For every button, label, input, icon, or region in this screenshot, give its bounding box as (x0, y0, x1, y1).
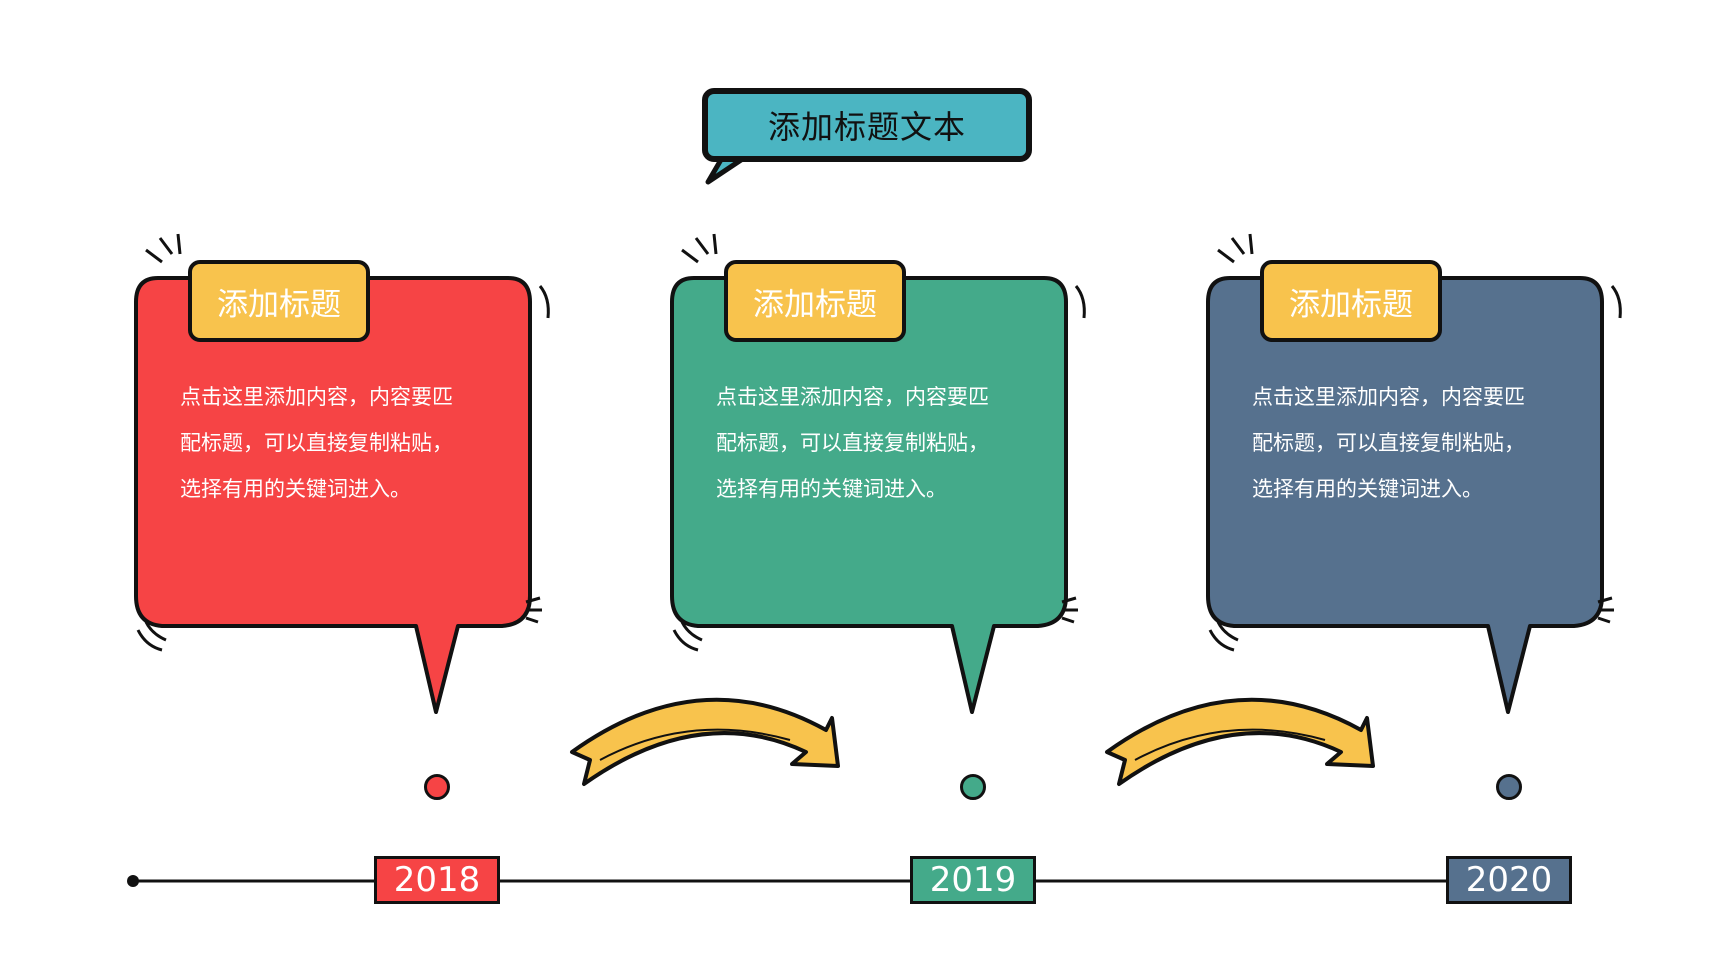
card-body-line: 配标题，可以直接复制粘贴， (1252, 431, 1525, 455)
milestone-card-2018: 添加标题 点击这里添加内容，内容要匹 配标题，可以直接复制粘贴， 选择有用的关键… (134, 233, 550, 714)
card-heading: 添加标题 (753, 286, 877, 323)
card-body-line: 点击这里添加内容，内容要匹 (1252, 385, 1525, 409)
year-text: 2018 (393, 860, 481, 900)
card-body: 点击这里添加内容，内容要匹 配标题，可以直接复制粘贴， 选择有用的关键词进入。 (716, 374, 1046, 512)
card-body-line: 配标题，可以直接复制粘贴， (180, 431, 453, 455)
card-body: 点击这里添加内容，内容要匹 配标题，可以直接复制粘贴， 选择有用的关键词进入。 (1252, 374, 1582, 512)
arrow-2019-2020 (1105, 697, 1375, 786)
card-heading-tab: 添加标题 (188, 260, 370, 342)
milestone-card-2019: 添加标题 点击这里添加内容，内容要匹 配标题，可以直接复制粘贴， 选择有用的关键… (670, 233, 1086, 714)
card-body: 点击这里添加内容，内容要匹 配标题，可以直接复制粘贴， 选择有用的关键词进入。 (180, 374, 510, 512)
page-title: 添加标题文本 (767, 108, 966, 146)
card-body-line: 点击这里添加内容，内容要匹 (180, 385, 453, 409)
arrow-2018-2019 (570, 697, 840, 786)
milestone-dot-2019 (960, 774, 986, 800)
card-body-line: 选择有用的关键词进入。 (1252, 477, 1483, 501)
speech-bubble (134, 233, 550, 714)
card-body-line: 配标题，可以直接复制粘贴， (716, 431, 989, 455)
year-label-2019: 2019 (910, 856, 1036, 904)
year-text: 2019 (929, 860, 1017, 900)
year-label-2020: 2020 (1446, 856, 1572, 904)
card-heading-tab: 添加标题 (724, 260, 906, 342)
speech-bubble (670, 233, 1086, 714)
card-heading-tab: 添加标题 (1260, 260, 1442, 342)
milestone-dot-2020 (1496, 774, 1522, 800)
milestone-dot-2018 (424, 774, 450, 800)
card-body-line: 点击这里添加内容，内容要匹 (716, 385, 989, 409)
card-body-line: 选择有用的关键词进入。 (716, 477, 947, 501)
card-heading: 添加标题 (1289, 286, 1413, 323)
timeline-start-dot (127, 875, 139, 887)
milestone-card-2020: 添加标题 点击这里添加内容，内容要匹 配标题，可以直接复制粘贴， 选择有用的关键… (1206, 233, 1622, 714)
year-text: 2020 (1465, 860, 1553, 900)
year-label-2018: 2018 (374, 856, 500, 904)
title-banner: 添加标题文本 (702, 88, 1032, 162)
speech-bubble (1206, 233, 1622, 714)
card-heading: 添加标题 (217, 286, 341, 323)
card-body-line: 选择有用的关键词进入。 (180, 477, 411, 501)
